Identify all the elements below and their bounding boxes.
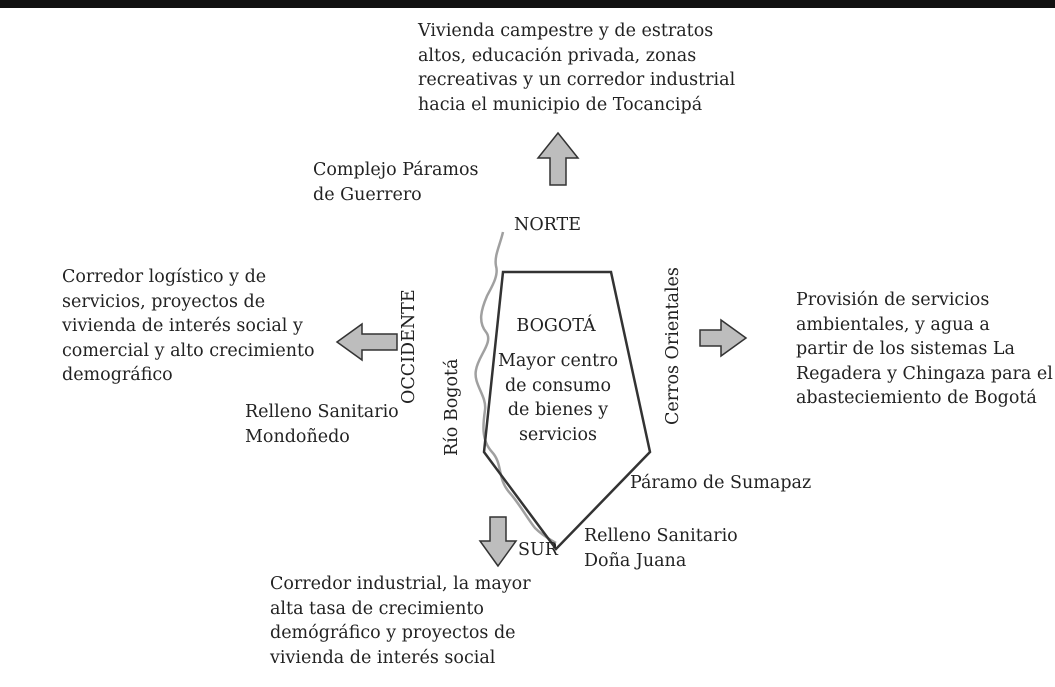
river-line	[474, 231, 557, 545]
bogota-title: BOGOTÁ	[516, 316, 596, 336]
south-label: SUR	[518, 540, 558, 560]
bogota-pentagon	[482, 270, 652, 551]
paramo-sumapaz-label: Páramo de Sumapaz	[630, 473, 812, 493]
arrow-south	[478, 516, 518, 568]
relleno-dona-juana-label: Relleno Sanitario Doña Juana	[584, 526, 738, 571]
relleno-mondonedo-label: Relleno Sanitario Mondoñedo	[245, 402, 399, 447]
arrow-west	[335, 322, 398, 362]
paramos-guerrero-label: Complejo Páramos de Guerrero	[313, 160, 479, 205]
arrow-east	[699, 318, 748, 358]
east-description: Provisión de servicios ambientales, y ag…	[796, 290, 1053, 408]
south-description: Corredor industrial, la mayor alta tasa …	[270, 574, 531, 668]
west-description: Corredor logístico y de servicios, proye…	[62, 267, 315, 385]
bogota-description: Mayor centro de consumo de bienes y serv…	[497, 351, 619, 445]
north-description: Vivienda campestre y de estratos altos, …	[418, 21, 736, 115]
north-label: NORTE	[514, 215, 581, 235]
top-rule	[0, 0, 1055, 8]
west-label: OCCIDENTE	[399, 289, 419, 404]
arrow-north	[536, 131, 580, 186]
rio-bogota-label: Río Bogotá	[442, 358, 462, 456]
cerros-orientales-label: Cerros Orientales	[663, 267, 683, 425]
